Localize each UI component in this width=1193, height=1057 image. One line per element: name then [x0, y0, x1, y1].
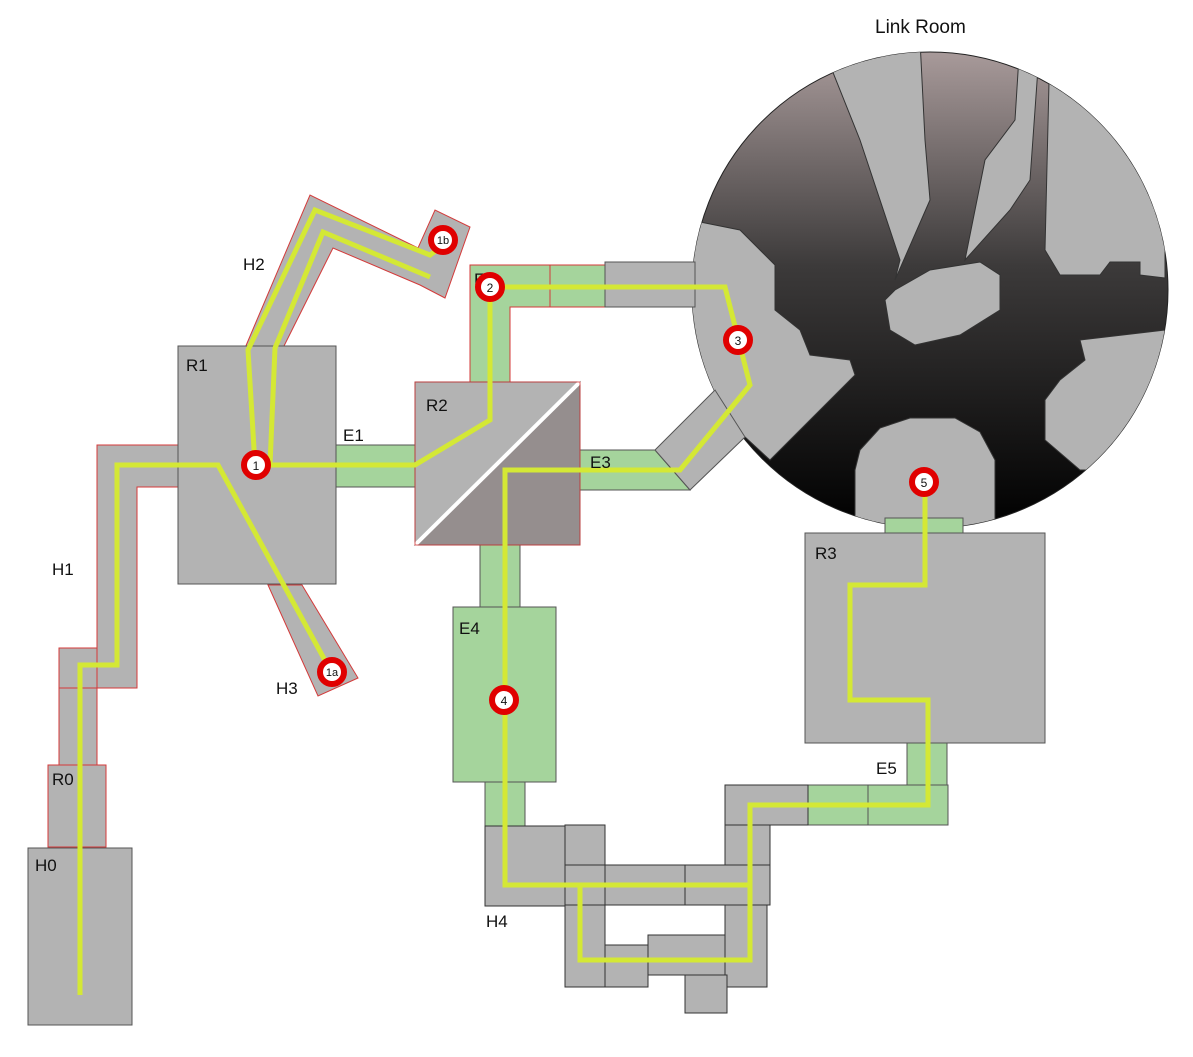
label-r1: R1: [186, 356, 208, 375]
waypoint-4-label: 4: [501, 694, 508, 708]
corridor-h2: [244, 194, 471, 349]
label-h0: H0: [35, 856, 57, 875]
label-e1: E1: [343, 426, 364, 445]
waypoint-1a-label: 1a: [326, 667, 339, 679]
label-h1: H1: [52, 560, 74, 579]
waypoint-1b-label: 1b: [437, 235, 449, 247]
label-e5: E5: [876, 759, 897, 778]
waypoint-3: 3: [723, 325, 753, 355]
label-e3: E3: [590, 453, 611, 472]
waypoint-2: 2: [475, 272, 505, 302]
waypoint-5-label: 5: [921, 476, 928, 490]
waypoint-1: 1: [241, 450, 271, 480]
waypoint-3-label: 3: [735, 334, 742, 348]
waypoint-1a: 1a: [317, 657, 347, 687]
waypoint-2-label: 2: [487, 281, 494, 295]
label-r0: R0: [52, 770, 74, 789]
room-r0: [47, 764, 107, 848]
label-e4: E4: [459, 619, 480, 638]
waypoint-5: 5: [909, 467, 939, 497]
label-r2: R2: [426, 396, 448, 415]
label-h3: H3: [276, 679, 298, 698]
corridor-h1: [96, 444, 181, 689]
label-h4: H4: [486, 912, 508, 931]
title-link-room: Link Room: [875, 17, 966, 38]
room-h4: [484, 784, 809, 1014]
waypoint-1-label: 1: [253, 459, 260, 473]
waypoint-4: 4: [489, 685, 519, 715]
room-r2: [413, 380, 582, 547]
label-r3: R3: [815, 544, 837, 563]
waypoint-1b: 1b: [428, 225, 458, 255]
label-h2: H2: [243, 255, 265, 274]
corridor-r2-e4: [479, 544, 521, 608]
